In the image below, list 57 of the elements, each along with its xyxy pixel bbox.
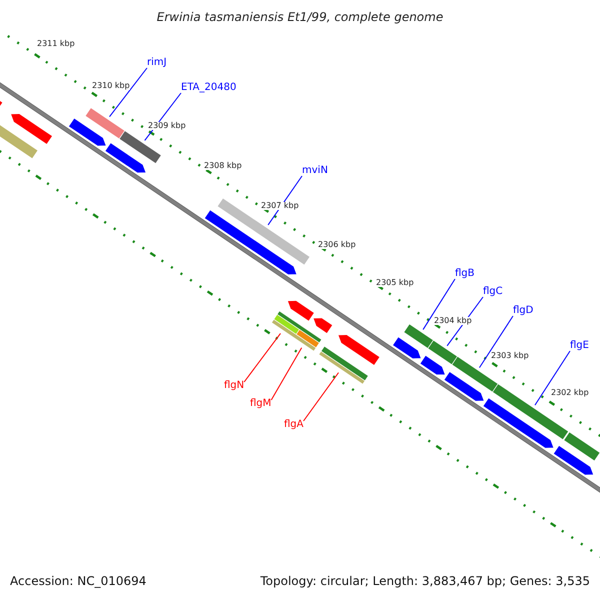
gene-arrow-shape xyxy=(392,336,422,359)
footer-text: Accession: NC_010694 xyxy=(10,575,146,587)
gene-bar xyxy=(271,318,316,352)
leader-line xyxy=(534,350,570,406)
gene-arrow-shape xyxy=(338,334,380,366)
gene-bar xyxy=(320,346,369,382)
gene-bar xyxy=(563,432,600,462)
gene-bar xyxy=(492,383,569,440)
gene-label: flgN xyxy=(224,381,244,391)
gene-bar xyxy=(0,124,38,160)
leader-line xyxy=(446,296,484,346)
gene-arrow-shape xyxy=(444,371,485,402)
gene-label: ETA_20480 xyxy=(181,83,236,93)
scale-label: 2304 kbp xyxy=(434,317,472,325)
gene-label: flgB xyxy=(455,269,475,279)
gene-label: mviN xyxy=(302,166,328,176)
scale-label: 2307 kbp xyxy=(261,202,299,210)
gene-arrow-shape xyxy=(104,142,146,174)
scale-label: 2309 kbp xyxy=(148,122,186,130)
gene-arrow-shape xyxy=(420,354,446,376)
scale-label: 2305 kbp xyxy=(376,279,414,287)
footer-text: Topology: circular; Length: 3,883,467 bp; Genes: 3,535 xyxy=(260,575,590,587)
leader-line xyxy=(244,332,281,382)
leader-line xyxy=(270,347,302,400)
leader-line xyxy=(144,92,182,141)
gene-bar xyxy=(84,107,126,140)
gene-label: rimJ xyxy=(147,58,167,68)
gene-label: flgM xyxy=(250,399,272,409)
gene-arrow-shape xyxy=(10,113,53,145)
scale-label: 2310 kbp xyxy=(92,82,130,90)
title: Erwinia tasmaniensis Et1/99, complete genome xyxy=(156,11,444,23)
leader-line xyxy=(109,68,148,118)
gene-arrow-shape xyxy=(204,210,298,275)
scale-label: 2306 kbp xyxy=(318,241,356,249)
gene-bar xyxy=(118,130,162,164)
gene-arrow-shape xyxy=(553,445,594,476)
gene-arrow-shape xyxy=(312,318,333,334)
gene-label: flgD xyxy=(513,306,534,316)
scale-label: 2303 kbp xyxy=(491,352,529,360)
gene-label: flgA xyxy=(284,420,304,430)
gene-label: flgC xyxy=(483,287,503,297)
leader-line xyxy=(422,278,456,330)
scale-label: 2311 kbp xyxy=(37,40,75,48)
gene-label: flgE xyxy=(570,341,589,351)
leader-line xyxy=(478,316,514,368)
scale-label: 2308 kbp xyxy=(204,162,242,170)
gene-bar xyxy=(216,198,310,266)
leader-line xyxy=(268,176,302,226)
leader-line xyxy=(303,372,340,422)
gene-arrow-shape xyxy=(287,300,315,322)
gene-bar xyxy=(276,310,322,344)
gene-bar xyxy=(318,350,366,385)
gene-bar xyxy=(403,324,434,349)
scale-label: 2302 kbp xyxy=(551,389,589,397)
gene-arrow-shape xyxy=(482,397,554,448)
gene-arrow-shape xyxy=(68,118,107,146)
gene-bar xyxy=(427,340,458,366)
